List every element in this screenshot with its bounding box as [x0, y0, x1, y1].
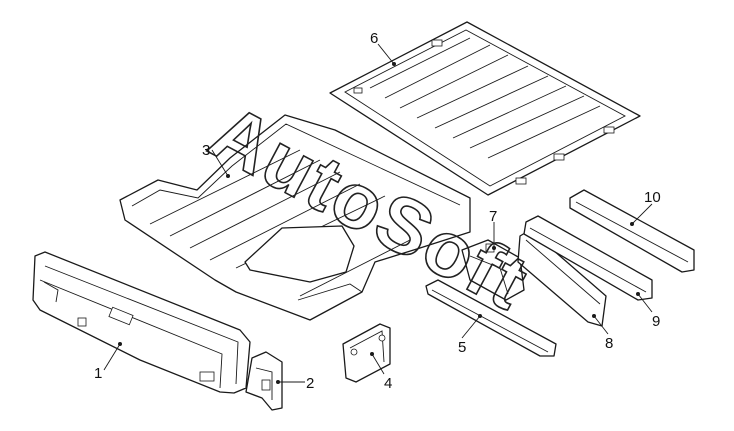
bracket-small	[245, 351, 283, 411]
callout-4: 4	[384, 375, 392, 392]
front-crossmember	[32, 251, 251, 394]
callout-1: 1	[94, 365, 102, 382]
rail-9	[523, 215, 653, 301]
callout-9: 9	[652, 313, 660, 330]
callout-5: 5	[458, 339, 466, 356]
callout-2: 2	[306, 375, 314, 392]
callout-10: 10	[644, 189, 661, 206]
rail-10	[569, 189, 695, 273]
rear-floor-panel	[329, 21, 641, 196]
callout-labels: 1 2 3 4 5 6 7 8 9 10	[94, 30, 661, 392]
callout-3: 3	[202, 142, 210, 159]
callout-8: 8	[605, 335, 613, 352]
lower-rail	[425, 279, 557, 357]
main-floor-panel	[119, 114, 471, 321]
leader-lines	[103, 43, 653, 384]
junction-bracket	[461, 239, 525, 301]
callout-7: 7	[489, 208, 497, 225]
callout-6: 6	[370, 30, 378, 47]
mounting-plate	[342, 323, 391, 383]
